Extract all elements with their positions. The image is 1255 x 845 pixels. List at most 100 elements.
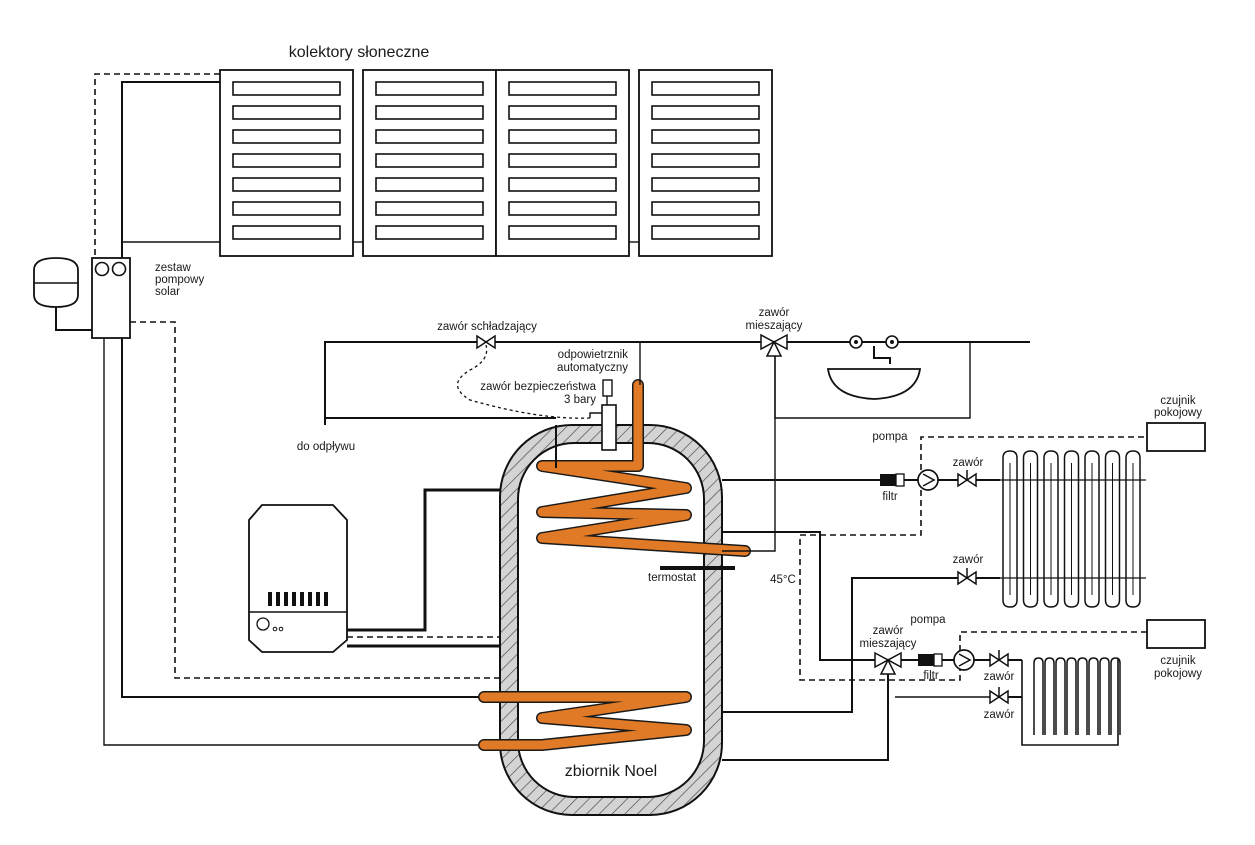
- absorber-strip: [375, 225, 484, 240]
- absorber-strip: [651, 81, 760, 96]
- absorber-strip: [651, 177, 760, 192]
- radiator-tube: [1099, 657, 1110, 735]
- absorber-strip: [651, 129, 760, 144]
- radiator-tube: [1088, 657, 1099, 735]
- drain-label: do odpływu: [297, 441, 355, 453]
- room-sensor-top-label-2: pokojowy: [1154, 407, 1202, 419]
- air-vent-label-1: odpowietrznik: [558, 349, 629, 361]
- absorber-strip: [651, 153, 760, 168]
- sink-icon: [826, 335, 922, 400]
- middle-return-circuit: zawór: [722, 531, 1000, 713]
- mixing-valve-bottom-icon: [874, 651, 902, 675]
- valve-mid-label: zawór: [953, 554, 984, 566]
- absorber-strip: [508, 201, 617, 216]
- room-sensor-top-label-1: czujnik: [1160, 395, 1195, 407]
- absorber-strip: [232, 129, 341, 144]
- air-vent-icon: [602, 379, 613, 397]
- absorber-strip: [232, 201, 341, 216]
- pump-top-icon: [917, 469, 939, 491]
- tank-label: zbiornik Noel: [565, 763, 657, 780]
- safety-valve-label-1: zawór bezpieczeństwa: [480, 381, 596, 393]
- radiator-lower: [1021, 657, 1121, 746]
- solar-sensor-wire: [130, 321, 500, 679]
- cooling-valve-icon: [476, 334, 496, 350]
- radiator-tube: [1044, 657, 1055, 735]
- boiler-flow-pipe: [347, 488, 500, 632]
- filter-bottom-label: filtr: [923, 670, 939, 682]
- solar-pipe-to-lower-coil: [121, 338, 500, 698]
- absorber-strip: [651, 105, 760, 120]
- pump-gauge-right-icon: [111, 261, 127, 277]
- solar-circuit: [33, 73, 639, 746]
- room-sensor-top: [1146, 422, 1206, 452]
- pump-set-label-1: zestaw: [155, 262, 191, 274]
- valve-bottom-2-label: zawór: [984, 709, 1015, 721]
- cooling-valve-drain-line: [456, 344, 591, 419]
- upper-heating-coil: [536, 379, 751, 557]
- mixing-valve-top-icon: [760, 333, 788, 357]
- solar-collectors: [219, 69, 773, 257]
- absorber-strip: [375, 105, 484, 120]
- pump-set-label-3: solar: [155, 286, 180, 298]
- absorber-strip: [232, 105, 341, 120]
- air-vent-label-2: automatyczny: [557, 362, 628, 374]
- lower-heating-circuit: zawór mieszający pompa filtr zawór zawór: [722, 614, 1022, 761]
- mixing-valve-bottom-label-1: zawór: [873, 625, 904, 637]
- pump-bottom-icon: [953, 649, 975, 671]
- absorber-strip: [232, 177, 341, 192]
- absorber-strip: [651, 225, 760, 240]
- absorber-strip: [375, 201, 484, 216]
- absorber-strip: [375, 129, 484, 144]
- pump-top-label: pompa: [872, 431, 908, 443]
- absorber-strip: [232, 81, 341, 96]
- radiator-upper: [1000, 450, 1146, 608]
- radiator-tube: [1033, 657, 1044, 735]
- radiator-tube: [1055, 657, 1066, 735]
- absorber-strip: [508, 225, 617, 240]
- pump-set-label-2: pompowy: [155, 274, 204, 286]
- radiator-tube: [1066, 657, 1077, 735]
- expansion-vessel-icon: [33, 257, 79, 308]
- mixing-valve-top-label-1: zawór: [759, 307, 790, 319]
- radiator-tube: [1077, 657, 1088, 735]
- absorber-strip: [232, 153, 341, 168]
- pump-bottom-label: pompa: [910, 614, 946, 626]
- solar-flow-pipe: [121, 81, 220, 258]
- pump-gauge-left-icon: [94, 261, 110, 277]
- absorber-strip: [508, 177, 617, 192]
- absorber-strip: [375, 153, 484, 168]
- boiler-gauge-icon: [256, 617, 270, 631]
- absorber-strip: [508, 81, 617, 96]
- safety-valve-icon: [601, 404, 617, 451]
- absorber-strip: [651, 201, 760, 216]
- room-sensor-bottom: [1146, 619, 1206, 649]
- gas-boiler-icon: [248, 504, 348, 653]
- room-sensor-bottom-label-2: pokojowy: [1154, 668, 1202, 680]
- valve-top-label: zawór: [953, 457, 984, 469]
- safety-valve-label-2: 3 bary: [564, 394, 596, 406]
- radiator-tube: [1110, 657, 1121, 735]
- absorber-strip: [508, 153, 617, 168]
- valve-bottom-1-label: zawór: [984, 671, 1015, 683]
- mixing-valve-top-label-2: mieszający: [746, 320, 803, 332]
- absorber-strip: [232, 225, 341, 240]
- filter-top-label: filtr: [882, 491, 898, 503]
- solar-return-dashed: [94, 73, 220, 258]
- absorber-strip: [508, 105, 617, 120]
- solar-pipe-from-lower-coil: [103, 338, 500, 746]
- lower-heating-coil: [478, 691, 692, 751]
- cooling-valve-label: zawór schładzający: [437, 321, 537, 333]
- absorber-strip: [508, 129, 617, 144]
- absorber-strip: [375, 177, 484, 192]
- mixing-valve-bottom-label-2: mieszający: [860, 638, 917, 650]
- tank-top-fittings: [456, 344, 617, 468]
- collector-absorber-strips: [232, 81, 760, 240]
- thermostat-label: termostat: [648, 572, 697, 584]
- upper-heating-circuit: pompa zawór filtr: [722, 431, 1147, 681]
- temperature-label: 45°C: [770, 574, 796, 586]
- collectors-label: kolektory słoneczne: [289, 44, 430, 61]
- room-sensor-bottom-label-1: czujnik: [1160, 655, 1195, 667]
- absorber-strip: [375, 81, 484, 96]
